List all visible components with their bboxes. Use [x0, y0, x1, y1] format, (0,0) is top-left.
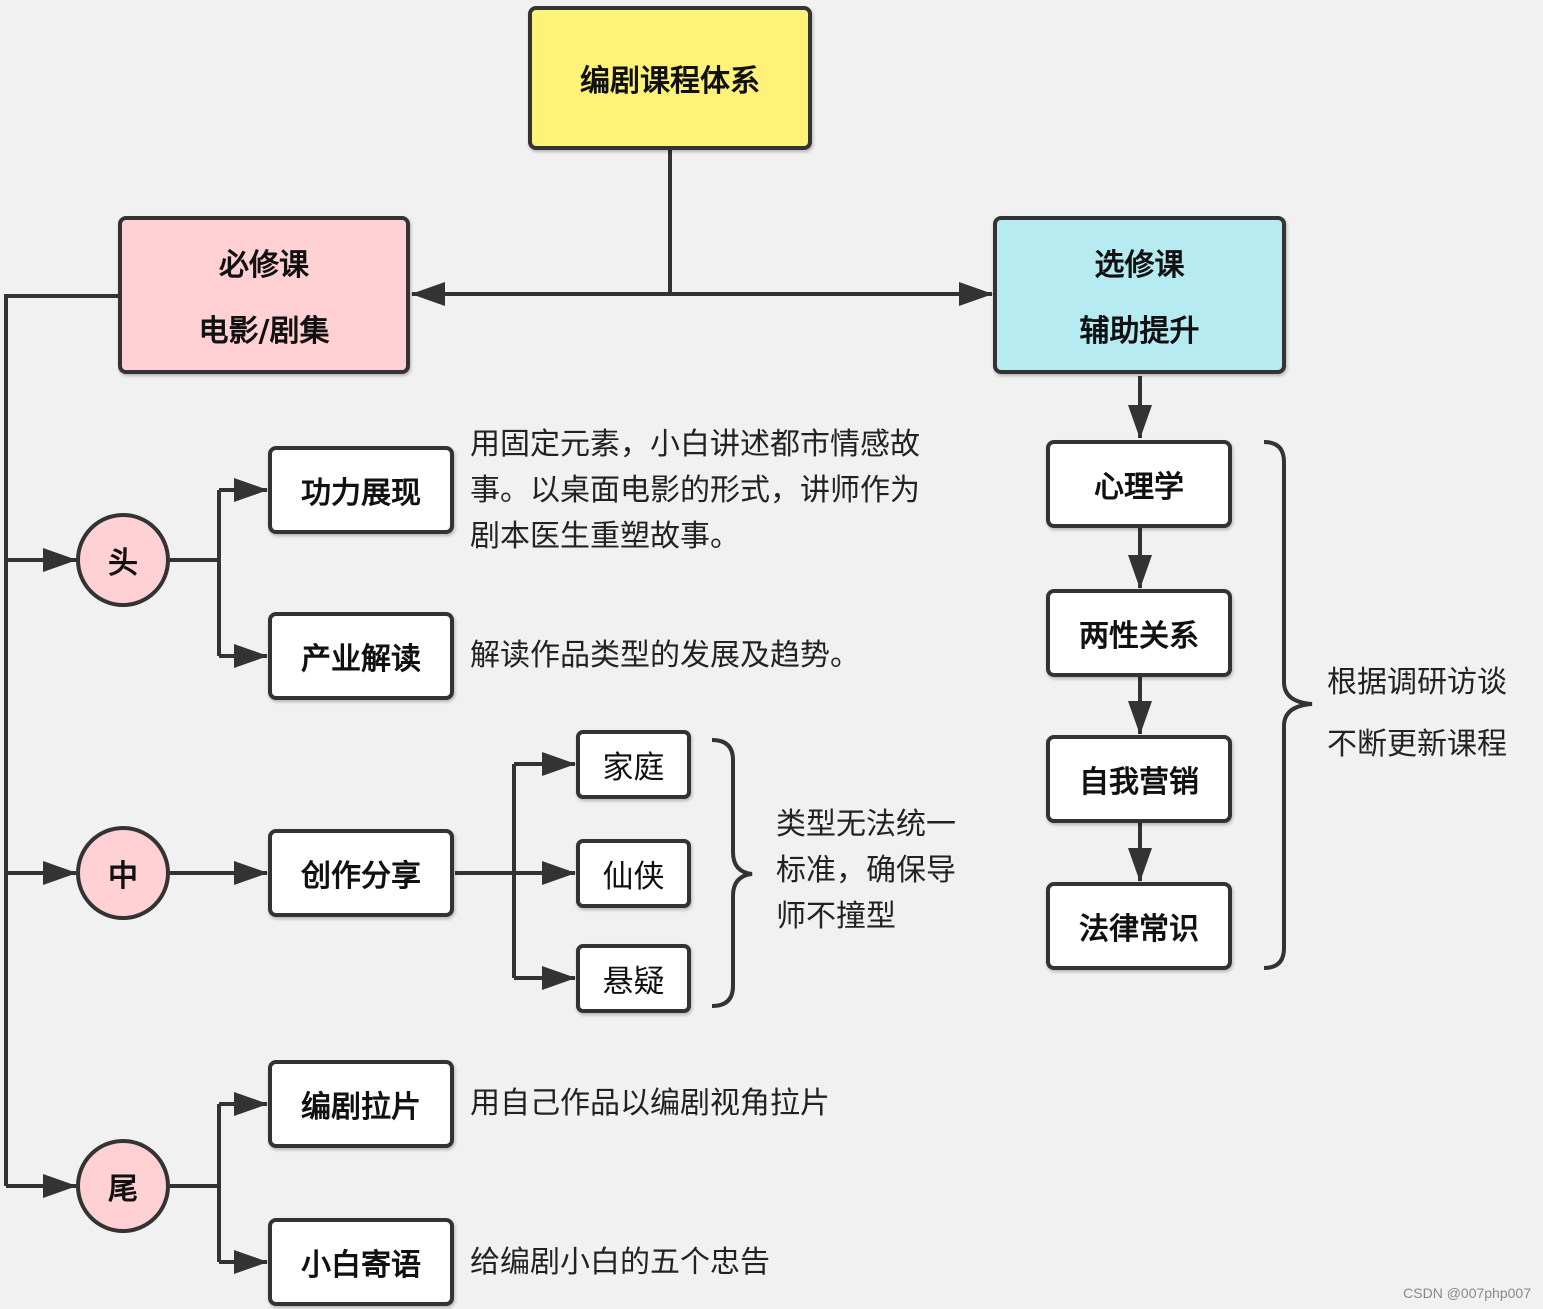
tail-branch [170, 1104, 221, 1262]
genre-xianxia-label: 仙侠 [602, 859, 665, 895]
elective-falv-label: 法律常识 [1079, 912, 1199, 947]
course-chanye-note: 解读作品类型的发展及趋势。 [470, 638, 860, 673]
elective-falv-node: 法律常识 [1046, 882, 1232, 970]
elective-yingxiao-label: 自我营销 [1079, 765, 1199, 800]
elective-liangxing-node: 两性关系 [1046, 589, 1232, 677]
course-chanye-node: 产业解读 [268, 612, 454, 700]
elective-course-node: 选修课 辅助提升 [993, 216, 1286, 374]
section-middle-label: 中 [108, 859, 138, 894]
course-jiyu-note: 给编剧小白的五个忠告 [470, 1245, 770, 1280]
required-subtitle: 电影/剧集 [198, 314, 330, 349]
elective-yingxiao-node: 自我营销 [1046, 735, 1232, 823]
elective-xinli-node: 心理学 [1046, 440, 1232, 528]
section-tail-circle: 尾 [76, 1139, 170, 1233]
course-jiyu-label: 小白寄语 [301, 1248, 421, 1283]
genre-brace [711, 738, 753, 1008]
head-branch [170, 490, 221, 656]
genre-jiating-label: 家庭 [602, 750, 665, 786]
genre-xianxia-node: 仙侠 [576, 839, 691, 908]
course-chuangzuo-node: 创作分享 [268, 829, 454, 917]
required-trunk [4, 294, 120, 1186]
elective-note: 根据调研访谈 不断更新课程 [1327, 665, 1507, 762]
course-chuangzuo-label: 创作分享 [301, 859, 421, 894]
course-chanye-label: 产业解读 [301, 642, 421, 677]
section-middle-circle: 中 [76, 826, 170, 920]
elective-subtitle: 辅助提升 [1079, 314, 1200, 349]
middle-branch [455, 764, 516, 978]
course-gongli-note: 用固定元素，小白讲述都市情感故 事。以桌面电影的形式，讲师作为 剧本医生重塑故事… [470, 427, 920, 554]
required-title: 必修课 [219, 248, 309, 283]
elective-xinli-label: 心理学 [1094, 470, 1184, 505]
genre-jiating-node: 家庭 [576, 730, 691, 799]
course-gongli-node: 功力展现 [268, 446, 454, 534]
elective-title: 选修课 [1094, 248, 1185, 283]
course-lapian-note: 用自己作品以编剧视角拉片 [470, 1086, 830, 1121]
section-head-label: 头 [108, 546, 138, 581]
course-lapian-node: 编剧拉片 [268, 1060, 454, 1148]
genre-xuanyi-label: 悬疑 [602, 964, 665, 1000]
required-course-node: 必修课 电影/剧集 [118, 216, 410, 374]
root-label: 编剧课程体系 [580, 64, 760, 99]
section-tail-label: 尾 [108, 1172, 138, 1207]
course-lapian-label: 编剧拉片 [301, 1090, 421, 1125]
section-head-circle: 头 [76, 513, 170, 607]
course-jiyu-node: 小白寄语 [268, 1218, 454, 1306]
elective-liangxing-label: 两性关系 [1079, 619, 1199, 654]
genre-xuanyi-node: 悬疑 [576, 944, 691, 1013]
genre-note: 类型无法统一 标准，确保导 师不撞型 [776, 807, 956, 934]
root-node: 编剧课程体系 [528, 6, 812, 150]
elective-brace [1263, 440, 1313, 970]
course-gongli-label: 功力展现 [301, 476, 421, 511]
watermark: CSDN @007php007 [1403, 1285, 1531, 1301]
